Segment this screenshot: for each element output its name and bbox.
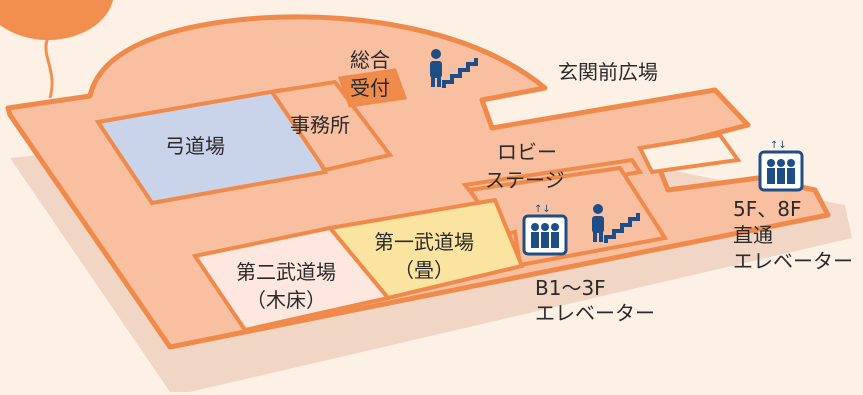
reception-label-line1: 総合 (350, 48, 390, 72)
reception-room (337, 68, 408, 108)
budojo1-label-line1: 第一武道場 (374, 230, 474, 254)
budojo1-label-line2: （畳） (394, 258, 454, 282)
budojo2-label-line1: 第二武道場 (236, 260, 336, 284)
svg-text:↑↓: ↑↓ (534, 204, 551, 215)
plaza-cutout (636, 132, 742, 175)
elevator-icon: ↑↓ (522, 204, 568, 256)
elevator-direct-label-line3: エレベーター (733, 249, 853, 273)
lobby-label-line2: ステージ (485, 168, 565, 192)
stairs-person-icon (430, 49, 478, 88)
lobby-label-line1: ロビー (497, 140, 557, 164)
elevator-b1-label-line2: エレベーター (535, 301, 655, 325)
kyudojo-label: 弓道場 (165, 134, 225, 158)
reception-label-line2: 受付 (350, 76, 390, 100)
elevator-direct-label-line1: 5F、8F (733, 197, 802, 221)
plaza-label: 玄関前広場 (558, 60, 658, 84)
budojo2-room (191, 225, 392, 333)
svg-text:↑↓: ↑↓ (770, 140, 787, 151)
elevator-b1-label-line1: B1～3F (535, 276, 606, 300)
stairs-person-icon (592, 204, 640, 243)
office-label: 事務所 (290, 113, 350, 137)
balloon-icon (0, 0, 114, 99)
office-room (268, 79, 394, 173)
budojo2-label-line2: （木床） (246, 288, 326, 312)
elevator-direct-label-line2: 直通 (733, 223, 773, 247)
elevator-icon: ↑↓ (758, 140, 804, 192)
